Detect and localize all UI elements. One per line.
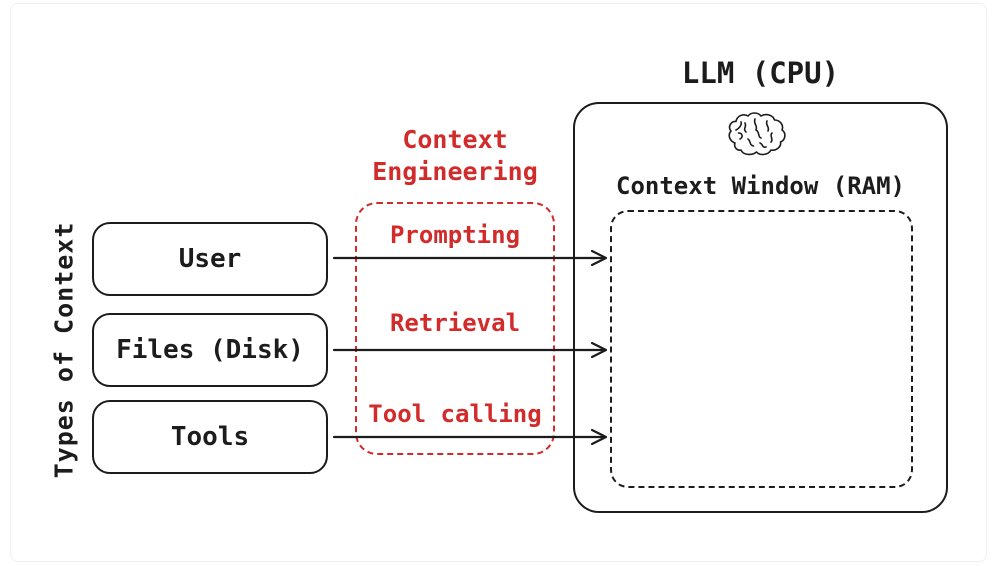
step-label-prompting: Prompting (389, 221, 521, 249)
brain-icon (728, 112, 786, 156)
step-label-retrieval: Retrieval (389, 309, 521, 337)
context-window-label: Context Window (RAM) (616, 172, 905, 200)
source-box-tools-label: Tools (170, 422, 250, 452)
step-label-tool-calling: Tool calling (368, 400, 542, 428)
source-box-files-label: Files (Disk) (116, 335, 304, 365)
types-of-context-label: Types of Context (49, 221, 79, 479)
llm-title: LLM (CPU) (681, 56, 840, 90)
context-engineering-box (355, 202, 555, 455)
context-engineering-title: Context Engineering (372, 125, 538, 186)
source-box-user-label: User (178, 244, 242, 274)
llm-box (573, 102, 948, 513)
source-box-user: User (92, 222, 328, 296)
context-window-box (610, 210, 913, 488)
source-box-files: Files (Disk) (92, 313, 328, 387)
source-box-tools: Tools (92, 400, 328, 474)
